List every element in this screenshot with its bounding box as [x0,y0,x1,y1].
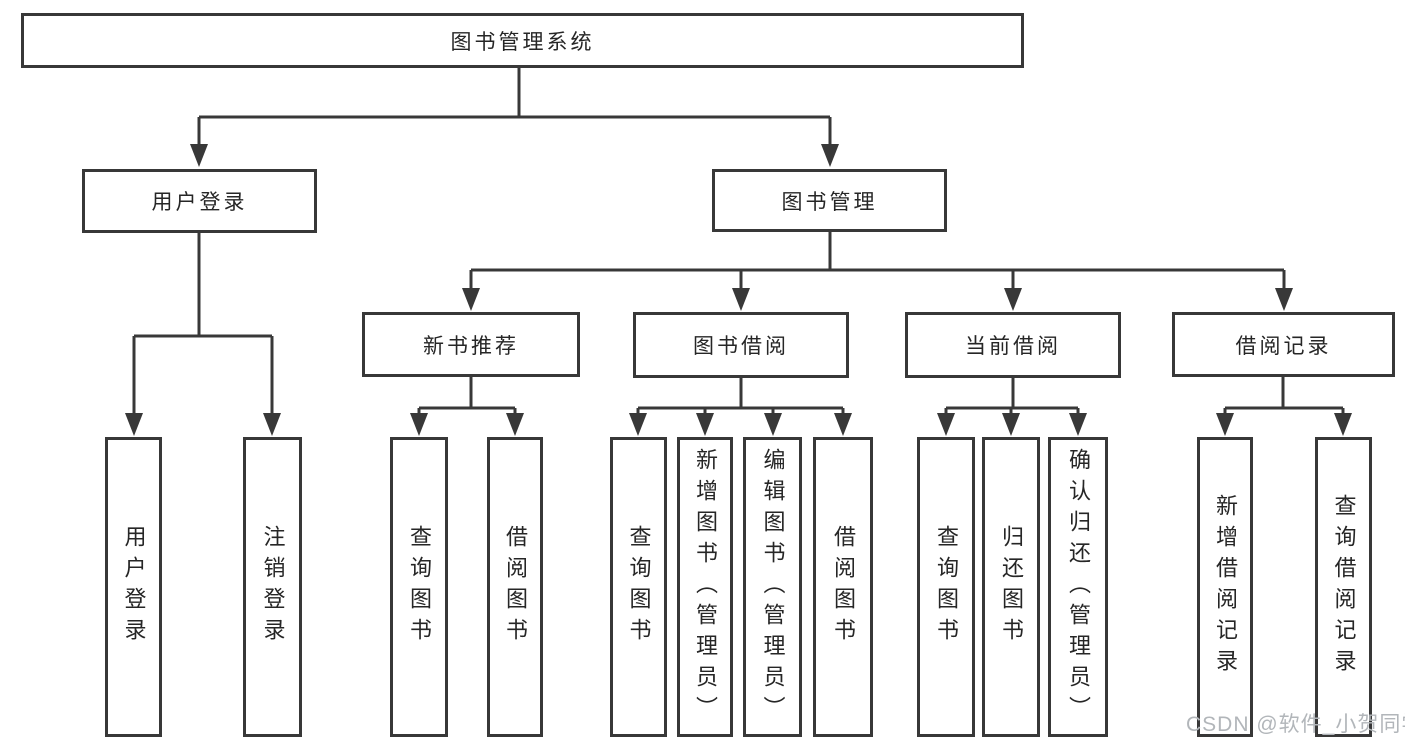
arrow-to-book-mgmt [821,144,839,167]
node-logout: 注销登录 [243,437,302,737]
node-library-management-system: 图书管理系统 [21,13,1024,68]
node-confirm-return-admin: 确认归还（管理员） [1048,437,1108,737]
node-user-login: 用户登录 [82,169,317,233]
arrow-to-logout [263,413,281,436]
connector-borrow-records-children [1223,377,1345,415]
arrow-to-current-borrow [1004,288,1022,311]
connector-root-to-level1 [197,68,832,146]
node-book-management: 图书管理 [712,169,947,232]
node-edit-books-admin: 编辑图书（管理员） [743,437,802,737]
connector-current-borrow-children [944,377,1080,415]
arrow-to-bb-add [696,413,714,436]
arrow-to-bb-edit [764,413,782,436]
arrow-to-new-book [462,288,480,311]
node-borrowing-records: 借阅记录 [1172,312,1395,377]
node-current-query-books: 查询图书 [917,437,975,737]
arrow-to-user-login [190,144,208,167]
connector-book-mgmt-children [469,232,1286,290]
connector-book-borrow-children [636,377,845,415]
arrow-to-login [125,413,143,436]
arrow-to-cb-query [937,413,955,436]
arrow-to-br-add [1216,413,1234,436]
node-return-books: 归还图书 [982,437,1040,737]
arrow-to-bb-query [629,413,647,436]
csdn-watermark: CSDN @软件_小贺同学 [1186,713,1405,736]
node-newbook-borrow-books: 借阅图书 [487,437,543,737]
arrow-to-cb-return [1002,413,1020,436]
node-book-borrowing: 图书借阅 [633,312,849,378]
arrow-to-bb-borrow [834,413,852,436]
node-user-login-leaf: 用户登录 [105,437,162,737]
node-borrowing-query-books: 查询图书 [610,437,667,737]
node-add-books-admin: 新增图书（管理员） [677,437,733,737]
node-query-borrow-record: 查询借阅记录 [1315,437,1372,737]
node-current-borrowing: 当前借阅 [905,312,1121,378]
arrow-to-book-borrow [732,288,750,311]
connector-new-book-children [417,377,517,415]
arrow-to-br-query [1334,413,1352,436]
connector-user-login-children [132,233,274,414]
node-new-book-recommend: 新书推荐 [362,312,580,377]
arrow-to-nb-query [410,413,428,436]
node-newbook-query-books: 查询图书 [390,437,448,737]
arrow-to-cb-confirm [1069,413,1087,436]
arrow-to-nb-borrow [506,413,524,436]
node-borrowing-borrow-books: 借阅图书 [813,437,873,737]
node-add-borrow-record: 新增借阅记录 [1197,437,1253,737]
arrow-to-borrow-records [1275,288,1293,311]
